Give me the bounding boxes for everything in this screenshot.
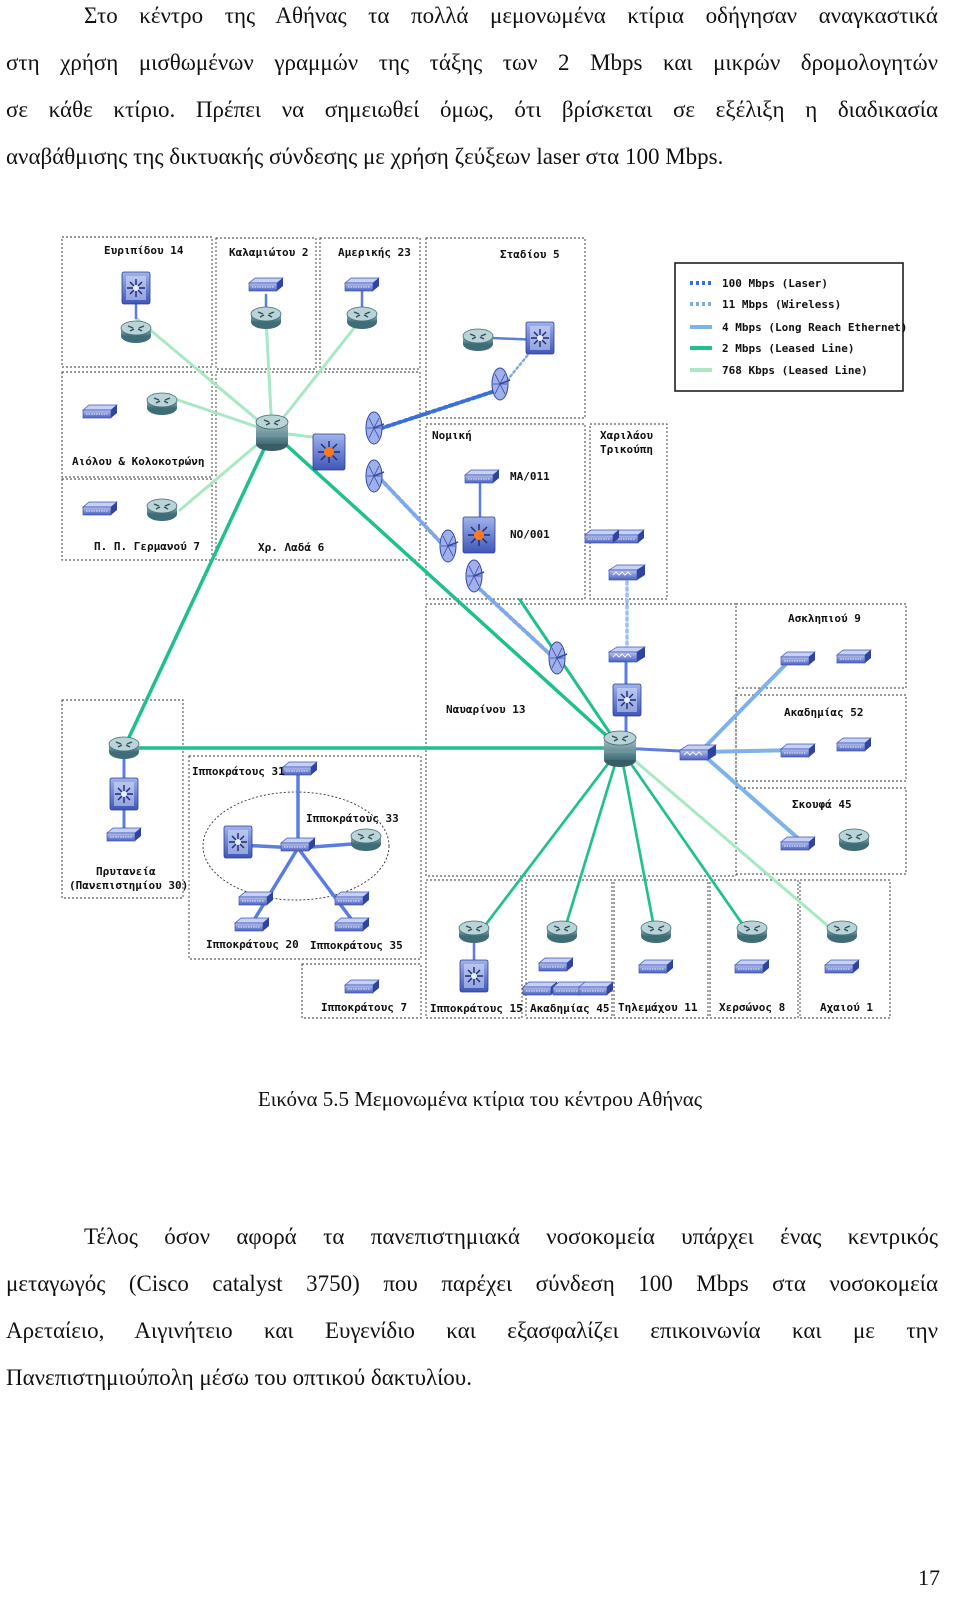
label-chersonos: Χερσώνος 8 [719,1001,785,1014]
legend-label-leased2: 2 Mbps (Leased Line) [722,342,854,355]
label-charilaou: Χαριλάου [600,429,653,442]
label-amerikis: Αμερικής 23 [338,246,411,259]
label-tilemachou: Τηλεμάχου 11 [618,1001,698,1014]
paragraph-line: σε κάθε κτίριο. Πρέπει να σημειωθεί όμως… [6,97,938,122]
legend: 100 Mbps (Laser) 11 Mbps (Wireless) 4 Mb… [674,262,907,392]
label-germanou: Π. Π. Γερμανού 7 [94,540,200,553]
network-diagram: Ευριπίδου 14 Καλαμιώτου 2 Αμερικής 23 Στ… [61,236,907,1019]
label-ippokratous7: Ιπποκράτους 7 [321,1001,407,1014]
legend-label-laser: 100 Mbps (Laser) [722,277,828,290]
closing-paragraph: Τέλος όσον αφορά τα πανεπιστημιακά νοσοκ… [6,1213,938,1401]
label-lada: Χρ. Λαδά 6 [258,541,325,554]
label-no001: ΝΟ/001 [510,528,550,541]
label-panepistimiou: (Πανεπιστημίου 30) [69,879,188,892]
label-trikoupi: Τρικούπη [600,443,653,456]
label-nomiki: Νομική [432,429,472,442]
label-ippokratous35: Ιπποκράτους 35 [310,939,403,952]
legend-label-lre: 4 Mbps (Long Reach Ethernet) [722,321,907,334]
paragraph-line: Πανεπιστημιούπολη μέσω του οπτικού δακτυ… [6,1365,472,1390]
legend-label-leased768: 768 Kbps (Leased Line) [722,364,868,377]
intro-paragraph: Στο κέντρο της Αθήνας τα πολλά μεμονωμέν… [6,0,938,180]
label-akadimias52: Ακαδημίας 52 [784,706,863,719]
legend-label-wireless: 11 Mbps (Wireless) [722,298,841,311]
building-labels: Ευριπίδου 14 Καλαμιώτου 2 Αμερικής 23 Στ… [69,244,873,1015]
label-evripidou: Ευριπίδου 14 [104,244,184,257]
label-akadimias45: Ακαδημίας 45 [530,1002,609,1015]
page-number: 17 [918,1565,940,1590]
label-prytaneia: Πρυτανεία [96,865,156,878]
label-skoufa: Σκουφά 45 [792,798,852,811]
label-stadiou: Σταδίου 5 [500,248,560,261]
label-ippokratous20: Ιπποκράτους 20 [206,938,299,951]
label-ippokratous31: Ιπποκράτους 31 [192,765,285,778]
paragraph-line: μεταγωγός (Cisco catalyst 3750) που παρέ… [6,1271,938,1296]
paragraph-line: Στο κέντρο της Αθήνας τα πολλά μεμονωμέν… [84,3,938,28]
paragraph-line: Τέλος όσον αφορά τα πανεπιστημιακά νοσοκ… [84,1224,938,1249]
label-navarinou: Ναυαρίνου 13 [446,703,525,716]
figure-caption: Εικόνα 5.5 Μεμονωμένα κτίρια του κέντρου… [257,1087,703,1111]
label-asklipiou: Ασκληπιού 9 [788,612,861,625]
label-aiolou: Αιόλου & Κολοκοτρώνη [72,455,204,468]
label-kalamiotou: Καλαμιώτου 2 [229,246,308,259]
label-ma011: ΜΑ/011 [510,470,550,483]
link-lines [121,288,844,980]
building-boxes [61,236,907,1019]
label-achaiou: Αχαιού 1 [820,1001,873,1014]
paragraph-line: αναβάθμισης της δικτυακής σύνδεσης με χρ… [6,144,724,169]
paragraph-line: στη χρήση μισθωμένων γραμμών της τάξης τ… [6,50,938,75]
label-ippokratous15: Ιπποκράτους 15 [430,1002,523,1015]
label-ippokratous33: Ιπποκράτους 33 [306,812,399,825]
paragraph-line: Αρεταίειο, Αιγινήτειο και Ευγενίδιο και … [6,1318,938,1343]
